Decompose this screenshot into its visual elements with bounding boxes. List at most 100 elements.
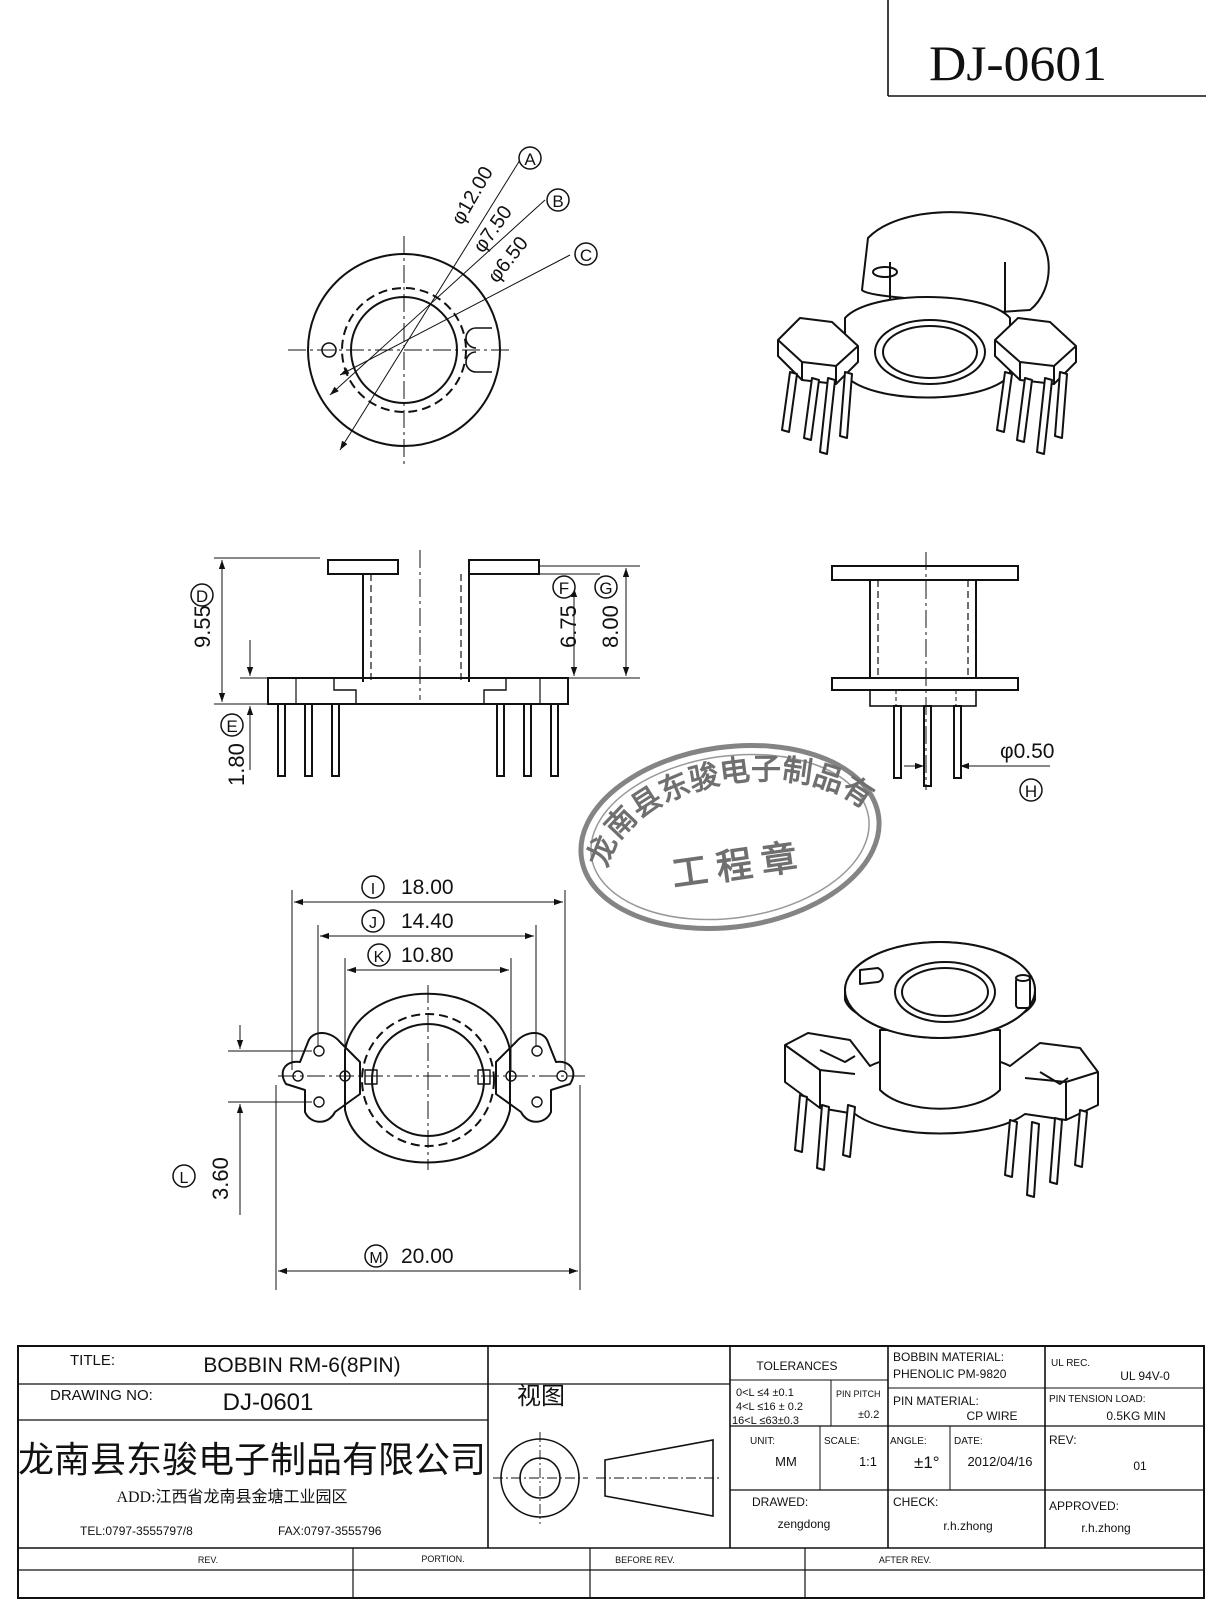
svg-text:M: M bbox=[369, 1250, 382, 1267]
dim-g-label: 8.00 bbox=[598, 605, 623, 648]
pin bbox=[953, 705, 962, 779]
isometric-view-bottom bbox=[784, 941, 1099, 1198]
balloon-m: M bbox=[364, 1244, 388, 1268]
pin bbox=[277, 703, 286, 777]
company-name: 龙南县东骏电子制品有限公司 bbox=[18, 1440, 486, 1480]
side-top-flange bbox=[831, 565, 1019, 581]
pin-hole bbox=[531, 1096, 543, 1108]
dim-f-label: 6.75 bbox=[556, 605, 581, 648]
base-block bbox=[267, 677, 569, 705]
balloon-f: F bbox=[552, 575, 576, 599]
pin bbox=[893, 705, 902, 779]
before-rev-header: BEFORE REV. bbox=[615, 1555, 675, 1565]
approved-label: APPROVED: bbox=[1049, 1499, 1119, 1513]
balloon-b: B bbox=[546, 188, 570, 212]
drawed-value: zengdong bbox=[778, 1517, 831, 1531]
ul-rec-value: UL 94V-0 bbox=[1120, 1369, 1170, 1383]
right-pin-base bbox=[495, 1032, 575, 1123]
tolerances-label: TOLERANCES bbox=[756, 1359, 837, 1373]
pin-material-label: PIN MATERIAL: bbox=[893, 1394, 979, 1408]
date-value: 2012/04/16 bbox=[967, 1454, 1032, 1469]
svg-text:G: G bbox=[599, 579, 612, 598]
stamp-ring-text: 龙南县东骏电子制品有限公司 bbox=[0, 0, 879, 871]
pin-hole bbox=[313, 1045, 325, 1057]
pin-pitch-value: ±0.2 bbox=[858, 1409, 879, 1421]
isometric-view-top bbox=[777, 211, 1077, 455]
pin-pitch-label: PIN PITCH bbox=[836, 1389, 881, 1399]
leader-c bbox=[339, 254, 571, 376]
stamp-center-text: 工 程 章 bbox=[669, 836, 799, 894]
top-view bbox=[288, 159, 571, 464]
rev-value: 01 bbox=[1133, 1459, 1147, 1473]
rev-label: REV: bbox=[1049, 1433, 1077, 1447]
side-view-labels: φ0.50 H bbox=[1000, 740, 1055, 802]
pin bbox=[304, 703, 313, 777]
svg-text:L: L bbox=[180, 1170, 189, 1187]
top-flange-right bbox=[468, 559, 540, 575]
center-notch bbox=[477, 1069, 491, 1085]
title-block-text: TITLE: BOBBIN RM-6(8PIN) DRAWING NO: DJ-… bbox=[18, 1350, 1170, 1565]
top-view-labels: φ12.00 φ7.50 φ6.50 A B C bbox=[447, 146, 598, 287]
approved-value: r.h.zhong bbox=[1081, 1521, 1130, 1535]
center-notch bbox=[364, 1069, 378, 1085]
bobbin-material-value: PHENOLIC PM-9820 bbox=[893, 1367, 1007, 1381]
angle-label: ANGLE: bbox=[890, 1436, 927, 1447]
portion-header: PORTION. bbox=[421, 1554, 464, 1564]
balloon-c: C bbox=[574, 242, 598, 266]
base-step-right bbox=[483, 678, 507, 704]
pin-tension-label: PIN TENSION LOAD: bbox=[1049, 1394, 1146, 1405]
balloon-h: H bbox=[1019, 778, 1043, 802]
base-step-left bbox=[333, 678, 357, 704]
pin-tension-value: 0.5KG MIN bbox=[1106, 1409, 1165, 1423]
pin bbox=[523, 703, 532, 777]
pin-hole bbox=[313, 1096, 325, 1108]
svg-text:C: C bbox=[580, 246, 592, 265]
pin bbox=[331, 703, 340, 777]
dim-d-label: 9.55 bbox=[190, 605, 215, 648]
check-label: CHECK: bbox=[893, 1495, 938, 1509]
tolerance-row-1: 0<L ≤4 ±0.1 bbox=[736, 1387, 794, 1399]
balloon-g: G bbox=[594, 575, 618, 599]
dim-m-label: 20.00 bbox=[401, 1245, 454, 1268]
bobbin-material-label: BOBBIN MATERIAL: bbox=[893, 1350, 1004, 1364]
projection-symbol bbox=[493, 1432, 722, 1524]
notch-lower bbox=[465, 351, 492, 373]
balloon-a: A bbox=[518, 146, 542, 170]
bottom-flange-outline bbox=[344, 992, 511, 1164]
pin bbox=[496, 703, 505, 777]
bottom-view bbox=[228, 890, 585, 1290]
dim-k-label: 10.80 bbox=[401, 944, 454, 967]
svg-text:F: F bbox=[559, 579, 569, 598]
unit-label: UNIT: bbox=[750, 1436, 775, 1447]
front-view-labels: 9.55 1.80 6.75 8.00 D E F G bbox=[190, 575, 623, 786]
side-base-block bbox=[869, 689, 977, 707]
pin bbox=[923, 705, 932, 787]
engineering-stamp: 龙南县东骏电子制品有限公司 工 程 章 bbox=[0, 0, 882, 932]
pin bbox=[550, 703, 559, 777]
svg-text:A: A bbox=[524, 150, 536, 169]
leader-a bbox=[339, 159, 521, 451]
top-flange-left bbox=[327, 559, 399, 575]
check-value: r.h.zhong bbox=[943, 1519, 992, 1533]
balloon-e: E bbox=[220, 713, 244, 737]
angle-value: ±1° bbox=[914, 1453, 940, 1472]
company-address: ADD:江西省龙南县金塘工业园区 bbox=[116, 1488, 347, 1506]
front-view bbox=[214, 550, 640, 777]
balloon-l: L bbox=[172, 1164, 196, 1188]
title-block-grid bbox=[17, 1345, 1205, 1599]
drawing-number-box: DJ-0601 bbox=[887, 0, 1206, 97]
title-value: BOBBIN RM-6(8PIN) bbox=[203, 1354, 400, 1377]
balloon-d: D bbox=[190, 583, 214, 607]
drawing-no-label: DRAWING NO: bbox=[50, 1387, 153, 1404]
balloon-j: J bbox=[361, 909, 385, 933]
dim-j-label: 14.40 bbox=[401, 910, 454, 933]
left-pin-base bbox=[281, 1032, 361, 1123]
dim-i-label: 18.00 bbox=[401, 876, 454, 899]
pin-hole bbox=[531, 1045, 543, 1057]
svg-text:E: E bbox=[226, 717, 237, 736]
svg-text:D: D bbox=[196, 587, 208, 606]
drawing-no-value: DJ-0601 bbox=[223, 1389, 314, 1416]
svg-text:H: H bbox=[1025, 782, 1037, 801]
rev-header: REV. bbox=[198, 1555, 218, 1565]
